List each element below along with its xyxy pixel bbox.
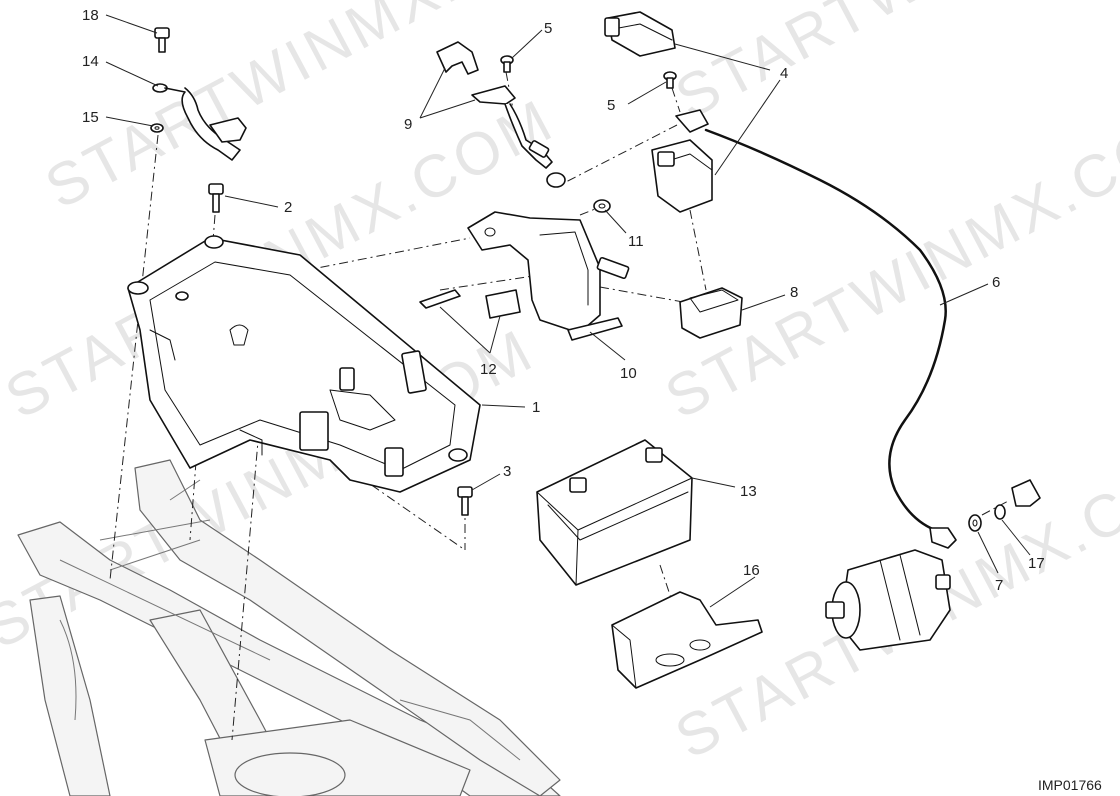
- battery-support-plate-part: [611, 591, 763, 689]
- relay-with-cover-part: [604, 11, 713, 213]
- relay-holder-part: [679, 287, 743, 339]
- callout-1: 1: [532, 399, 540, 416]
- battery-tray-part: [127, 235, 481, 493]
- callout-14: 14: [82, 53, 99, 70]
- callout-9: 9: [404, 116, 412, 133]
- callout-12: 12: [480, 361, 497, 378]
- starter-motor-part: [825, 549, 951, 651]
- starter-cable-part: [704, 128, 957, 549]
- drawing-code: IMP01766: [1038, 777, 1102, 793]
- relay-bracket-part: [467, 211, 630, 341]
- nut-part-11: [593, 199, 611, 213]
- screw-part-2: [208, 183, 224, 213]
- callout-4: 4: [780, 65, 788, 82]
- callout-5-upper: 5: [544, 20, 552, 37]
- ground-cable-part: [152, 83, 247, 161]
- callout-17: 17: [1028, 555, 1045, 572]
- callout-6: 6: [992, 274, 1000, 291]
- ground-cable-with-cap-part: [436, 41, 566, 188]
- callout-numbers: 18 14 15 2 1 3 5 5 4 9 11 8 6 12 10 13 1…: [82, 7, 1045, 594]
- callout-10: 10: [620, 365, 637, 382]
- callout-16: 16: [743, 562, 760, 579]
- callout-7: 7: [995, 577, 1003, 594]
- battery-part: [536, 439, 693, 586]
- callout-3: 3: [503, 463, 511, 480]
- screw-part-5a: [500, 55, 514, 73]
- callout-13: 13: [740, 483, 757, 500]
- callout-8: 8: [790, 284, 798, 301]
- callout-18: 18: [82, 7, 99, 24]
- leader-lines: [105, 14, 1031, 608]
- watermark-text: STARTWINMX.COM: [665, 0, 1120, 131]
- callout-2: 2: [284, 199, 292, 216]
- screw-part-3: [457, 486, 473, 516]
- callout-15: 15: [82, 109, 99, 126]
- callout-5-lower: 5: [607, 97, 615, 114]
- screw-part-18: [154, 27, 170, 53]
- motorcycle-frame: [17, 459, 561, 796]
- screw-part-5b: [663, 71, 677, 89]
- nut-part-17: [994, 479, 1041, 520]
- washer-part-7: [968, 514, 982, 532]
- callout-11: 11: [628, 233, 644, 250]
- pads-part: [419, 289, 521, 319]
- washer-part-15: [150, 123, 164, 133]
